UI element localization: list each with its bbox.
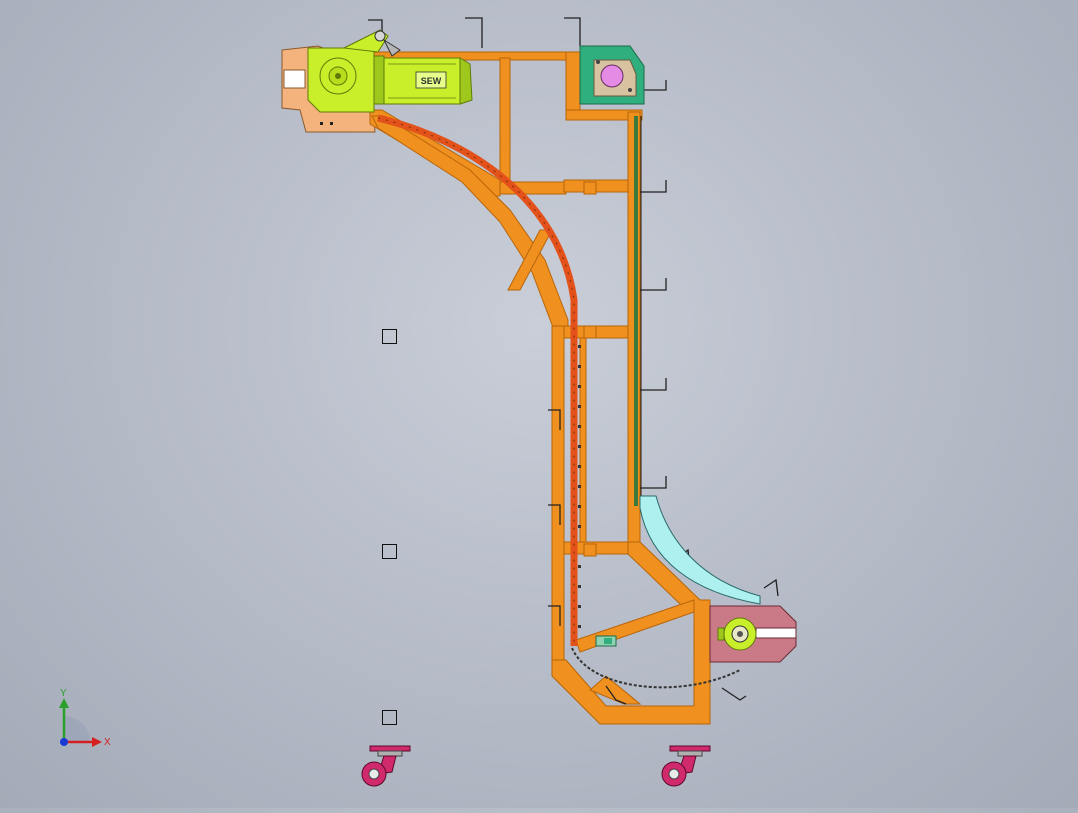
gearbox[interactable] (307, 29, 401, 113)
tail-take-up-assembly[interactable] (709, 605, 797, 663)
head-bearing-housing[interactable] (579, 45, 645, 105)
reference-marker-upper[interactable] (382, 329, 397, 344)
orientation-triad[interactable]: Y X (48, 686, 120, 758)
drive-chain (377, 114, 578, 646)
return-chain-guide (634, 116, 642, 506)
caster-left[interactable] (361, 745, 411, 787)
chain-tensioner[interactable] (595, 635, 617, 647)
y-axis-label: Y (60, 688, 67, 699)
z-axis-dot (60, 738, 68, 746)
boot-chain-loop (571, 647, 741, 689)
reference-marker-lower[interactable] (382, 710, 397, 725)
chain-teeth (578, 345, 581, 628)
x-axis-label: X (104, 737, 111, 748)
main-frame[interactable] (369, 51, 711, 725)
bucket-discharge-guide (639, 495, 761, 605)
caster-right[interactable] (661, 745, 711, 787)
reference-marker-middle[interactable] (382, 544, 397, 559)
buckets (368, 17, 779, 705)
motor-brand-label: SEW (421, 76, 442, 86)
electric-motor[interactable]: SEW (373, 55, 473, 105)
